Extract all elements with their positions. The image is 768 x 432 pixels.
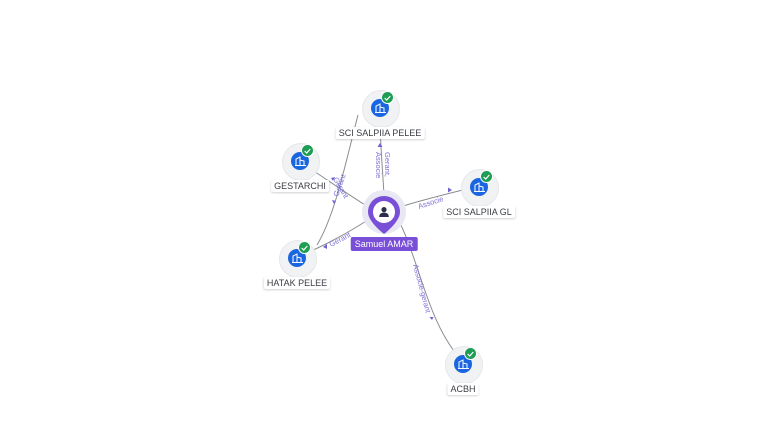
edge-label-gerant-hatak: Gerant [328,230,353,249]
edge-label-gerant: Gerant, [383,152,392,177]
verified-check-icon [480,170,493,183]
company-label: ACBH [447,383,479,395]
company-label: SCI SALPIIA GL [443,206,515,218]
arrow-sci-salpiia-gl [448,187,452,193]
edge-label-associe-gerant: Associe-gerant [411,263,433,315]
arrow-hatak-sci-salpiia-pelee [332,200,336,204]
verified-check-icon [381,91,394,104]
person-icon [379,207,389,217]
edge-label-associe: Associe [374,152,383,178]
arrow-hatak-pelee [323,244,327,249]
verified-check-icon [464,347,477,360]
verified-check-icon [301,144,314,157]
arrow-acbh [429,317,434,320]
edge-label-associe-gl: Associe [417,194,445,211]
company-label: GESTARCHI [271,180,329,192]
person-label: Samuel AMAR [350,237,418,251]
arrow-gestarchi [331,177,335,181]
verified-check-icon [298,241,311,254]
company-label: HATAK PELEE [263,277,331,289]
company-label: SCI SALPIIA PELEE [335,127,425,139]
arrow-sci-salpiia-pelee [377,143,383,147]
